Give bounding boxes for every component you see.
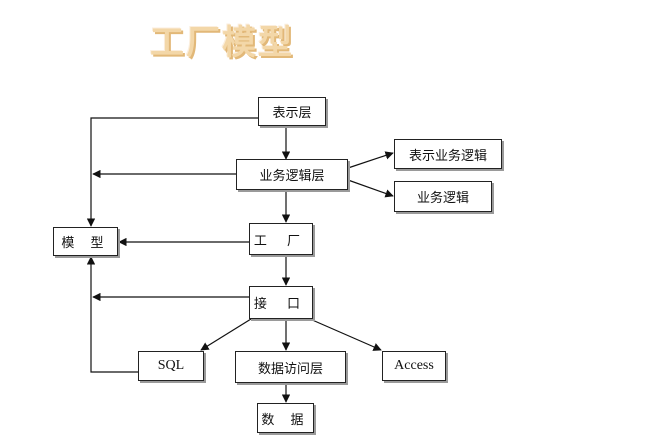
node-interface: 接 口 — [249, 286, 313, 319]
node-business-logic: 业务逻辑 — [394, 181, 492, 212]
edge-logic-to-presentation-logic — [347, 151, 394, 169]
node-presentation-layer: 表示层 — [258, 97, 326, 126]
node-sql: SQL — [138, 351, 204, 381]
diagram-title: 工厂模型 — [150, 22, 294, 63]
edge-presentation-to-model — [86, 117, 258, 227]
node-presentation-business-logic: 表示业务逻辑 — [394, 139, 502, 169]
node-factory: 工 厂 — [249, 223, 313, 255]
node-access: Access — [382, 351, 446, 381]
node-data: 数 据 — [257, 403, 314, 433]
edge-interface-to-sql — [200, 318, 252, 351]
edge-interface-to-access — [309, 318, 382, 351]
node-model: 模 型 — [53, 227, 118, 256]
edge-logic-to-business-logic — [347, 179, 394, 198]
edge-sql-to-model — [86, 256, 138, 373]
node-business-logic-layer: 业务逻辑层 — [236, 159, 348, 190]
node-data-access-layer: 数据访问层 — [235, 351, 346, 383]
